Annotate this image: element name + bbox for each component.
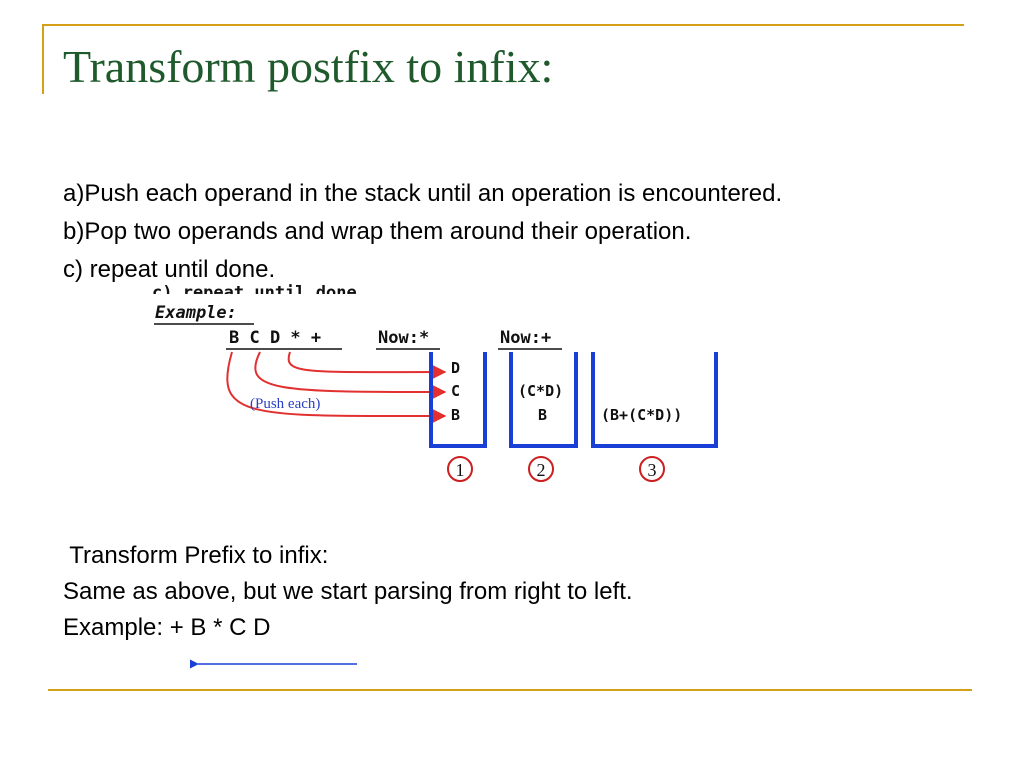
prefix-description: Same as above, but we start parsing from… [63, 578, 633, 605]
stack-1-item-top: D [451, 359, 460, 377]
step-number-3: 3 [648, 460, 657, 480]
postfix-expression: B C D * + [229, 328, 321, 348]
stack-1-item-middle: C [451, 382, 460, 400]
stack-2-item-top: (C*D) [518, 382, 563, 400]
push-arrow-c [254, 351, 447, 399]
stack-1 [429, 352, 487, 448]
step-circle-2 [528, 456, 554, 482]
accent-line-top [42, 24, 964, 26]
prefix-heading: Transform Prefix to infix: [63, 542, 329, 569]
push-each-label: (Push each) [250, 396, 320, 412]
now-label-1: Now:* [378, 328, 429, 348]
push-arrow-b [226, 351, 447, 424]
step-circle-1 [447, 456, 473, 482]
stack-3-item: (B+(C*D)) [601, 406, 682, 424]
accent-line-bottom [48, 689, 972, 691]
push-arrow-d [287, 351, 447, 380]
prefix-example: Example: + B * C D [63, 614, 271, 641]
stack-3 [591, 352, 718, 448]
slide-title: Transform postfix to infix: [63, 41, 554, 92]
accent-bar-vertical [42, 24, 44, 94]
now-label-2: Now:+ [500, 328, 551, 348]
step-a: a)Push each operand in the stack until a… [63, 180, 783, 207]
stack-2-item-bottom: B [538, 406, 547, 424]
cut-off-text: c) repeat until done. [152, 283, 367, 303]
example-label: Example: [155, 303, 237, 323]
step-b: b)Pop two operands and wrap them around … [63, 218, 692, 245]
step-number-1: 1 [456, 460, 465, 480]
stack-1-item-bottom: B [451, 406, 460, 424]
step-circle-3 [639, 456, 665, 482]
step-c: c) repeat until done. [63, 256, 276, 283]
step-number-2: 2 [537, 460, 546, 480]
stack-2 [509, 352, 578, 448]
